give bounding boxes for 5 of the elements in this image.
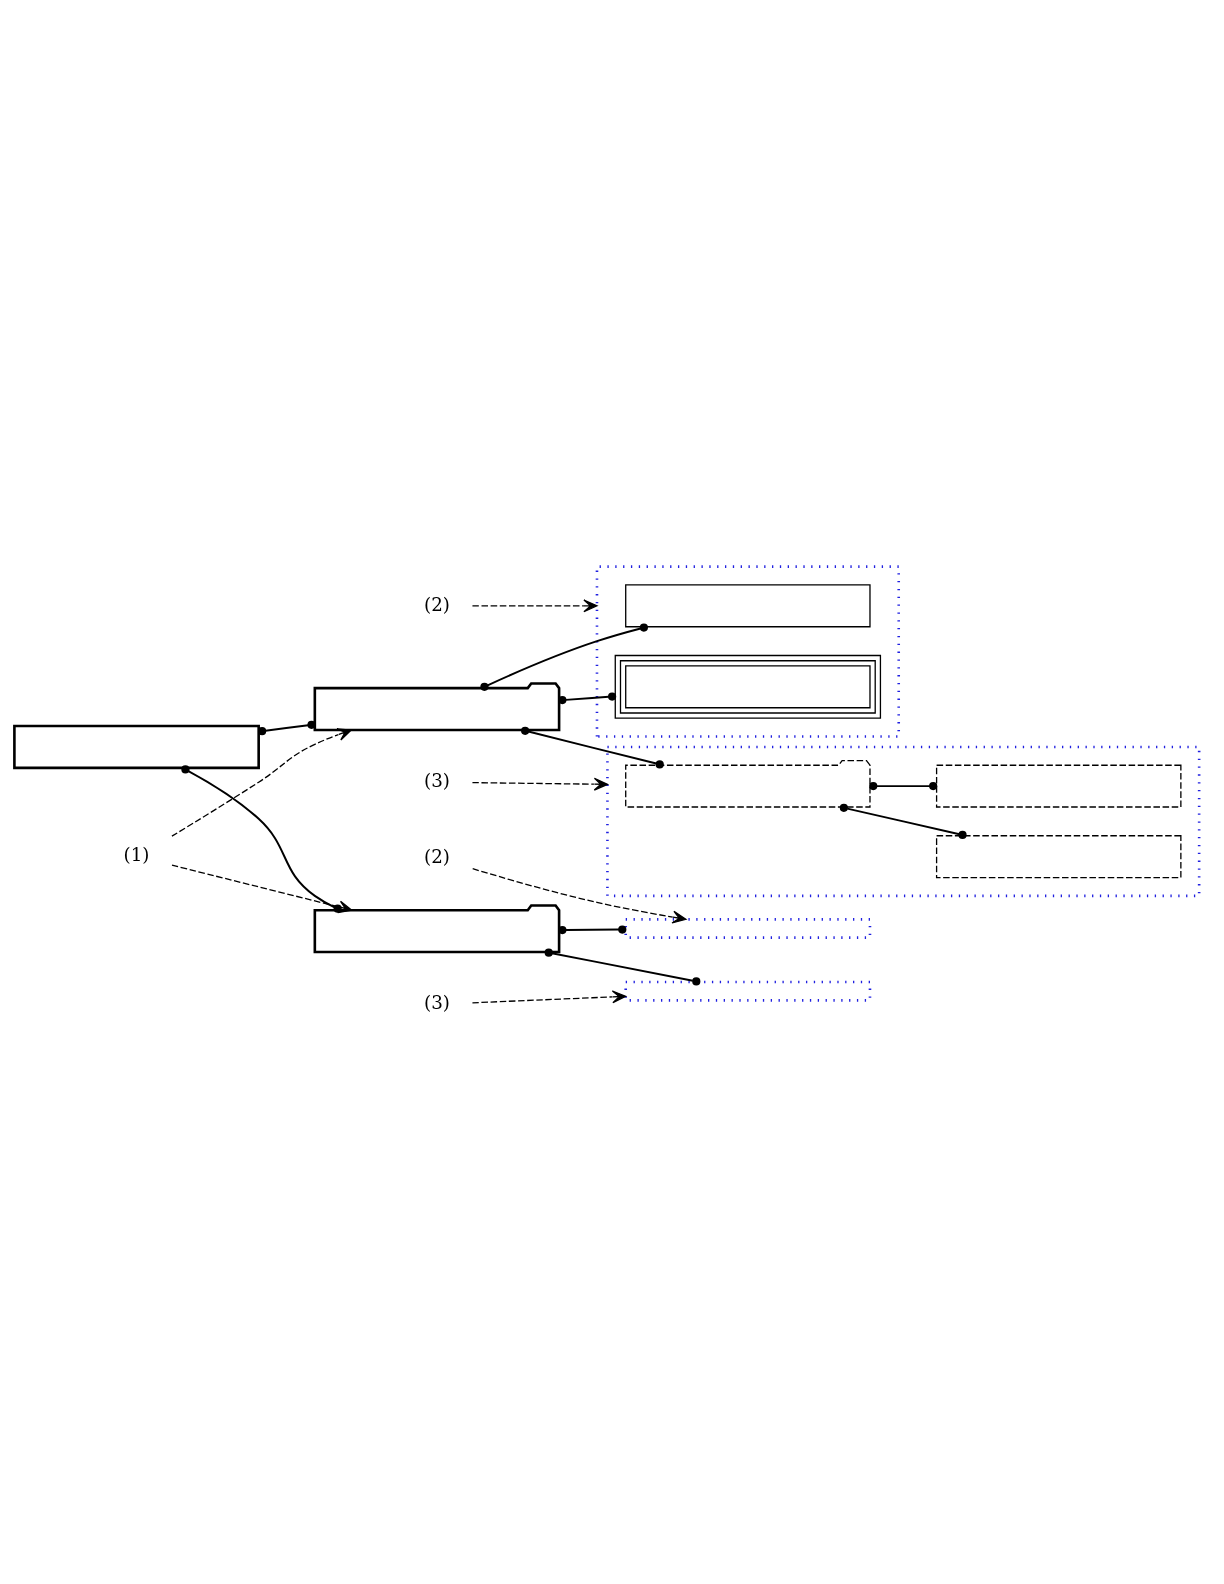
node-text: (3) xyxy=(424,992,450,1014)
node-text: (1) xyxy=(123,844,150,866)
node-text: (2) xyxy=(424,845,450,867)
node-text: (2) xyxy=(424,593,450,615)
node-text: (3) xyxy=(424,770,450,792)
